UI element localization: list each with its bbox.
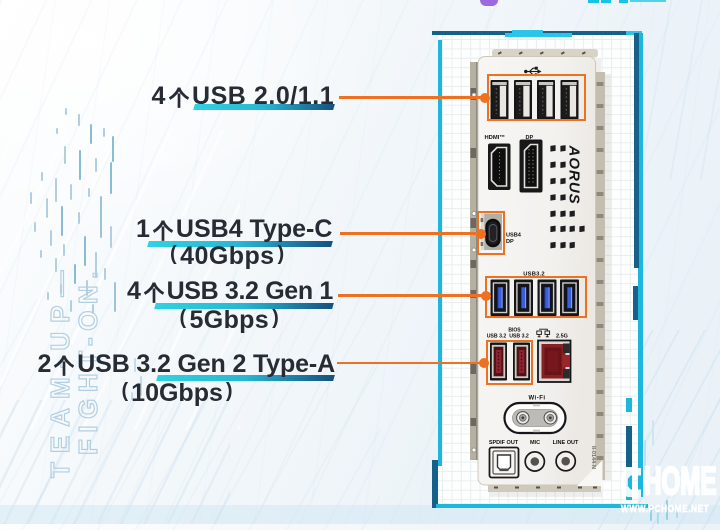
svg-text:USB 3.2: USB 3.2 xyxy=(509,334,529,340)
svg-text:MIC: MIC xyxy=(530,440,540,446)
svg-text:SPDIF OUT: SPDIF OUT xyxy=(489,440,519,446)
svg-text:USB 3.2: USB 3.2 xyxy=(487,334,507,340)
svg-text:II-0144-N: II-0144-N xyxy=(590,446,596,469)
svg-text:USB4: USB4 xyxy=(506,233,522,239)
svg-text:USB3.2: USB3.2 xyxy=(523,272,545,278)
svg-text:2.5G: 2.5G xyxy=(556,334,568,340)
svg-text:DP: DP xyxy=(526,135,534,141)
svg-text:BIOS: BIOS xyxy=(508,328,521,334)
svg-text:HDMI™: HDMI™ xyxy=(485,135,506,141)
svg-text:Wi-Fi: Wi-Fi xyxy=(528,396,545,402)
svg-text:AORUS: AORUS xyxy=(566,145,583,205)
svg-text:DP: DP xyxy=(506,239,514,245)
svg-text:LINE OUT: LINE OUT xyxy=(553,440,579,446)
